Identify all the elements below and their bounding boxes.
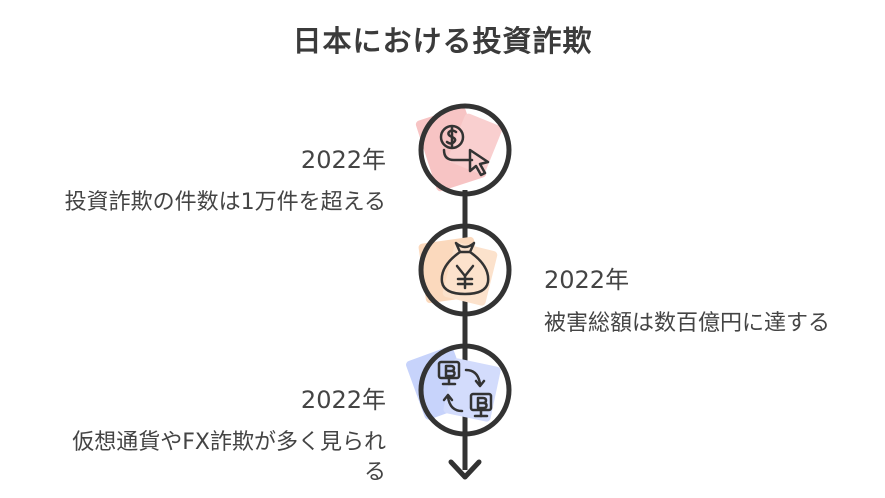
yen-moneybag-icon [440, 241, 490, 296]
timeline-node-1 [415, 103, 512, 197]
event-1-text: 投資詐欺の件数は1万件を超える [64, 190, 386, 215]
event-2-year: 2022年 [544, 266, 630, 294]
event-2-text: 被害総額は数百億円に達する [544, 311, 831, 336]
event-3-text-line2: る [363, 460, 386, 485]
dollar-cursor-icon [439, 124, 490, 177]
event-3-text-line1: 仮想通貨やFX詐欺が多く見られ [72, 430, 386, 455]
page-title: 日本における投資詐欺 [292, 24, 593, 58]
bitcoin-exchange-icon [437, 360, 493, 418]
timeline-node-3 [406, 343, 512, 437]
arrow-down-icon [448, 459, 482, 480]
timeline-node-2 [418, 223, 512, 317]
event-3-year: 2022年 [300, 386, 386, 414]
event-1-year: 2022年 [300, 146, 386, 174]
